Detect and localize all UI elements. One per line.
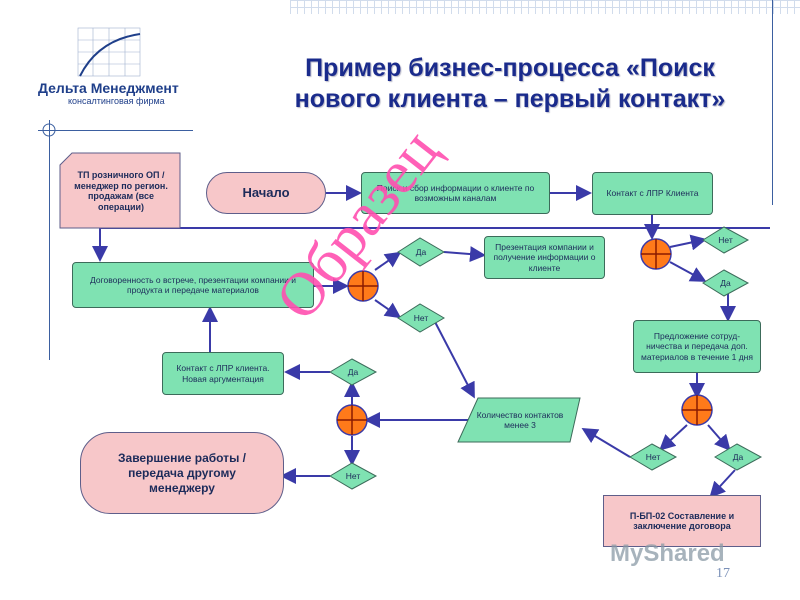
arrow-decision3-yes [707,424,731,452]
search-node: Поиск и сбор информации о клиенте по воз… [361,172,550,214]
logo-subtitle: консалтинговая фирма [68,96,165,106]
arrow-decision2-no [374,299,402,319]
title-line-1: Пример бизнес-процесса «Поиск [305,54,715,82]
role-note-shape [59,152,181,229]
contacts-count-shape [457,397,581,443]
arrow-no-count [433,319,475,399]
label-yes-bottom-right: Да [732,451,744,462]
arrow-no-count2 [581,427,631,458]
contract-node: П-БП-02 Составление и заключение договор… [603,495,761,547]
label-no-bottom-left: Нет [345,470,361,481]
page-title: Пример бизнес-процесса «Поиск нового кли… [240,53,780,115]
start-node: Начало [206,172,326,214]
label-yes-top: Да [415,246,427,257]
label-shape-no-bottom-right [629,443,678,471]
decision-node-1 [640,238,672,270]
decor-vline-left [49,120,50,360]
logo-name: Дельта Менеджмент [38,80,179,96]
decision-node-4 [336,404,368,436]
label-no-top: Нет [413,312,429,323]
label-yes-mid: Да [347,366,359,377]
label-yes-right: Да [720,277,731,288]
proposal-node: Предложение сотруд-ничества и передача д… [633,320,761,373]
arrow-decision3-no [659,424,688,451]
decor-vline-right [772,0,773,205]
label-shape-yes-mid [329,358,378,386]
title-line-2: нового клиента – первый контакт» [294,85,726,113]
label-shape-yes-bottom-right [714,443,763,471]
grid-background [290,0,800,14]
decor-hline-left [38,130,193,131]
label-no-right: Нет [718,234,733,245]
decision-node-2 [347,270,379,302]
arrow-decision1-no [669,234,707,251]
contacts-count-node: Количество контактов менее 3 [476,409,564,431]
contact-lpr-node: Контакт с ЛПР Клиента [592,172,713,215]
finish-node: Завершение работы / передача другому мен… [80,432,284,514]
presentation-node: Презентация компании и получение информа… [484,236,605,279]
decision-node-3 [681,394,713,426]
label-shape-no-top [397,303,445,333]
page-number: 17 [716,566,730,581]
label-no-bottom-right: Нет [645,451,661,462]
label-shape-no-right [702,226,750,254]
label-shape-no-bottom-left [329,462,378,490]
label-shape-yes-top [397,237,445,267]
label-shape-yes-right [702,269,750,297]
role-note: ТП розничного ОП / менеджер по регион. п… [74,170,168,212]
arrow-yes-presentation [443,246,486,263]
arrow-decision1-yes [669,261,707,282]
contact-again-node: Контакт с ЛПР клиента. Новая аргументаци… [162,352,284,395]
arrow-yes-contract [709,469,736,498]
arrow-decision2-yes [374,251,402,271]
footer-logo: MyShared [610,540,725,567]
agreement-node: Договоренность о встрече, презентации ко… [72,262,314,308]
